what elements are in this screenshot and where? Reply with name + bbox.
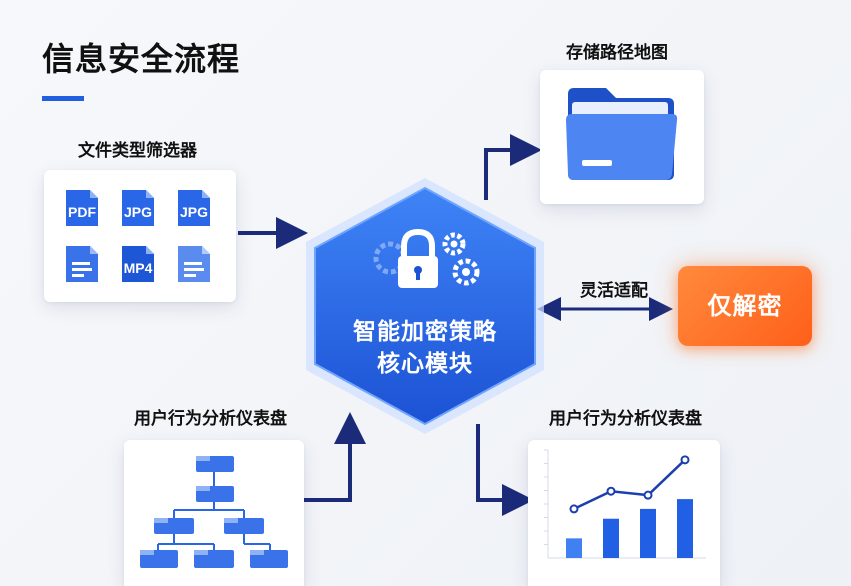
page-title: 信息安全流程 xyxy=(42,40,241,78)
chart-bar xyxy=(603,518,619,558)
dashboard-right-card xyxy=(528,440,720,586)
trend-point xyxy=(606,486,616,496)
lock-gear-icon xyxy=(373,228,480,288)
arrow-dashboard-to-core xyxy=(303,412,366,502)
trend-line xyxy=(573,458,686,511)
dashboard-left-card xyxy=(124,440,304,586)
jpg-file-icon: JPG xyxy=(174,188,214,228)
decrypt-only-box: 仅解密 xyxy=(678,266,812,346)
folder-icon xyxy=(566,88,678,180)
trend-point xyxy=(643,490,653,500)
core-line-1: 智能加密策略 xyxy=(353,319,497,345)
core-module-hexagon xyxy=(306,178,544,434)
storage-map-label: 存储路径地图 xyxy=(566,43,668,63)
core-line-2: 核心模块 xyxy=(377,351,473,377)
pdf-file-icon: PDF xyxy=(62,188,102,228)
trend-point xyxy=(569,504,579,514)
chart-bar xyxy=(566,538,582,558)
trend-point xyxy=(680,455,690,465)
flexible-label: 灵活适配 xyxy=(580,281,648,301)
dashboard-left-label: 用户行为分析仪表盘 xyxy=(134,409,287,429)
chart-bar xyxy=(677,499,693,558)
arrow-core-to-dashboard xyxy=(476,424,534,516)
org-nodes xyxy=(140,456,288,568)
hierarchy-icon xyxy=(140,456,288,568)
jpg-file-icon: JPG xyxy=(118,188,158,228)
document-file-icon xyxy=(174,244,214,284)
mp4-file-icon: MP4 xyxy=(118,244,158,284)
arrow-core-to-storage xyxy=(484,134,542,200)
bar-line-chart xyxy=(544,449,706,559)
file-filter-card: PDF JPG JPG MP4 xyxy=(44,170,236,302)
title-underline xyxy=(42,96,84,101)
storage-map-card xyxy=(540,70,704,204)
document-file-icon xyxy=(62,244,102,284)
file-filter-label: 文件类型筛选器 xyxy=(78,141,197,161)
chart-bar xyxy=(640,508,656,558)
dashboard-right-label: 用户行为分析仪表盘 xyxy=(549,409,702,429)
